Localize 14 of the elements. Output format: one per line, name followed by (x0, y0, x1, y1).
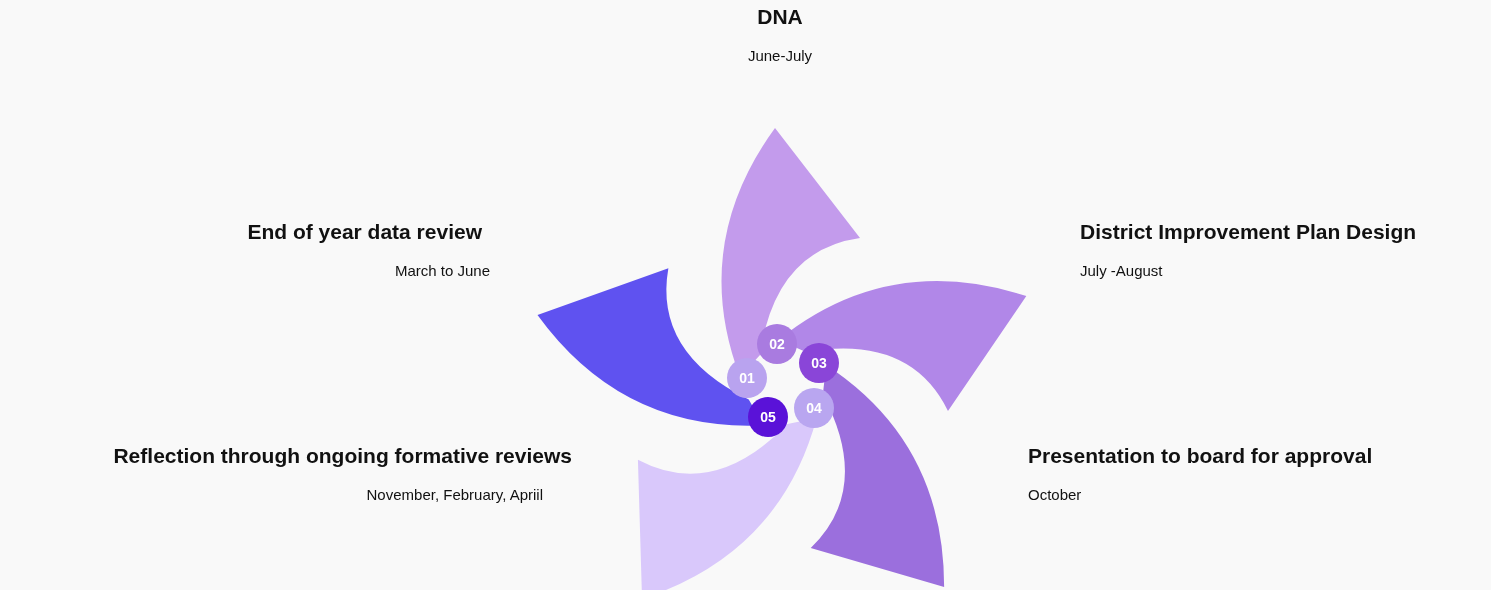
step-date: March to June (393, 262, 490, 279)
step-heading: District Improvement Plan Design (1080, 220, 1417, 244)
step-date: November, February, Apriil (365, 486, 543, 503)
number-circle: 04 (794, 388, 834, 428)
step-heading: End of year data review (247, 220, 482, 244)
step-heading: Presentation to board for approval (1028, 444, 1373, 468)
step-heading: Reflection through ongoing formative reviews (113, 444, 572, 468)
step-heading: DNA (756, 5, 804, 29)
number-circle: 01 (727, 358, 767, 398)
step-date: October (1028, 486, 1083, 503)
number-circle: 02 (757, 324, 797, 364)
step-date: July -August (1080, 262, 1164, 279)
number-circle: 05 (748, 397, 788, 437)
step-date: June-July (746, 47, 814, 64)
